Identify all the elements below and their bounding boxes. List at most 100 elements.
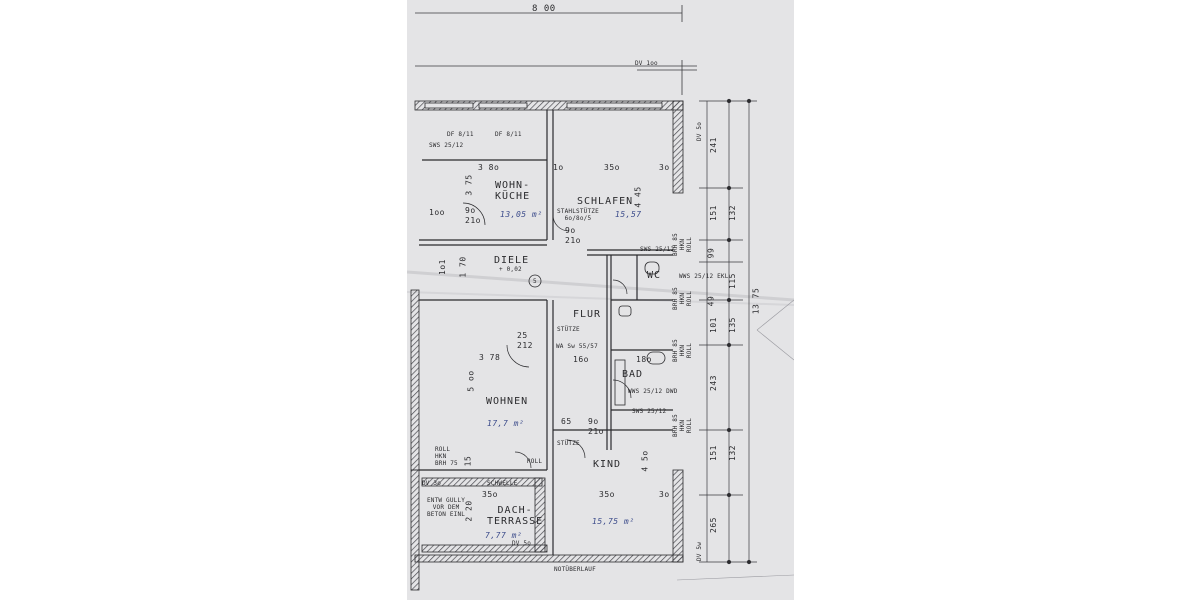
dim-210: 21o [465, 216, 481, 225]
terrace-wall-bottom [421, 544, 548, 553]
room-flur: FLUR [573, 309, 602, 320]
dim-101: 1o1 [437, 259, 447, 275]
exterior-walls [410, 100, 684, 591]
toilet-bad [646, 351, 666, 365]
room-bad: BAD [622, 369, 644, 380]
window-mark-2: BRH 85 HKN ROLL [671, 287, 693, 310]
right-dimension-chain [699, 98, 757, 565]
construction-lines [676, 299, 794, 581]
dim-90-c: 9o [588, 417, 599, 426]
toilet-wc [644, 261, 660, 275]
rdim-101: 101 [708, 317, 718, 333]
wws-wc-label: WWS 25/12 EKL [679, 273, 729, 280]
sws-bad-label: SWS 25/12 [632, 408, 667, 415]
dim-445: 4 45 [633, 186, 643, 208]
wall-left-lower [410, 469, 420, 591]
rdim-49: 49 [706, 295, 716, 307]
rdim-265: 265 [708, 517, 718, 533]
dim-170: 1 70 [458, 256, 468, 278]
top-dimension-lines [415, 5, 697, 95]
room-kind: KIND [593, 459, 622, 470]
sws-wc-label: SWS 25/12 [640, 246, 675, 253]
terrace-wall-right [534, 477, 546, 553]
room-wohnen: WOHNEN [486, 396, 529, 407]
rdim-151-b: 151 [708, 445, 718, 461]
wall-bottom [414, 554, 684, 563]
rdim-151: 151 [708, 205, 718, 221]
schwelle-label: SCHWELLE [487, 480, 518, 487]
area-wohnen: 17,7 m² [487, 419, 525, 428]
wa-sw-label: WA Sw 55/57 [556, 343, 598, 350]
room-schlafen: SCHLAFEN [577, 196, 634, 207]
area-kind: 15,75 m² [592, 517, 635, 526]
dim-90: 9o [465, 206, 476, 215]
paper-fold [407, 270, 794, 302]
room-dachterrasse: DACH- TERRASSE [487, 505, 544, 527]
dim-90-b: 9o [565, 226, 576, 235]
floor-plan-drawing [407, 5, 794, 591]
area-schlafen: 15,57 [615, 210, 642, 219]
dv-bottom-label: DV 5o [512, 540, 532, 547]
level-label: + 0,02 [499, 266, 522, 273]
wall-right-upper [672, 100, 684, 194]
top-windows [424, 102, 663, 109]
dim-380: 3 8o [478, 163, 500, 172]
rdim-135: 135 [727, 317, 737, 333]
roll-right-label: ROLL [527, 458, 543, 465]
paper-fold [407, 291, 794, 306]
window-mark-4: BRH 85 HKN ROLL [671, 414, 693, 437]
rdim-132: 132 [727, 205, 737, 221]
dim-375: 3 75 [464, 174, 474, 196]
window-mark-3: BRH 85 HKN ROLL [671, 339, 693, 362]
dim-25: 25 [517, 331, 528, 340]
dim-220: 2 20 [464, 500, 474, 522]
dim-65: 65 [561, 417, 572, 426]
stuetze-kind-label: STÜTZE [557, 440, 580, 447]
dim-210-b: 21o [565, 236, 581, 245]
dv-right-top-label: DV 5o [696, 121, 704, 142]
dim-500: 5 oo [466, 370, 476, 392]
stuetze-flur-label: STÜTZE [557, 326, 580, 333]
sink-flur [618, 305, 632, 317]
rdim-243: 243 [708, 375, 718, 391]
dim-212: 212 [517, 341, 533, 350]
dim-30-bottom: 3o [659, 490, 670, 499]
dv-top-label: DV 1oo [635, 60, 658, 67]
dim-378: 3 78 [479, 353, 501, 362]
bathtub [614, 359, 626, 406]
dv-left-label: DV 3o [422, 480, 442, 487]
dim-450: 4 5o [640, 450, 650, 472]
dv-right-bottom-label: DV 5w [696, 541, 704, 562]
dim-10: 1o [553, 163, 564, 172]
entw-gully-label: ENTW GULLY VOR DEM BETON EINL [427, 497, 466, 518]
df-left-label: DF 8/11 [447, 131, 474, 138]
rdim-132-b: 132 [727, 445, 737, 461]
level-marker-circle [528, 274, 542, 288]
dim-350-terrace: 35o [482, 490, 498, 499]
rdim-115: 115 [727, 273, 737, 289]
stahlstuetze-label: STAHLSTÜTZE 6o/8o/5 [557, 208, 599, 222]
rdim-1375: 13 75 [751, 287, 761, 315]
notueberlauf-label: NOTÜBERLAUF [554, 566, 596, 573]
room-wohnkueche: WOHN- KÜCHE [495, 180, 531, 202]
floor-plan-sheet: 8 00 DV 1oo DF 8/11 DF 8/11 SWS 25/12 3 … [407, 0, 794, 600]
room-diele: DIELE [494, 255, 530, 266]
dim-100: 1oo [429, 208, 445, 217]
dim-210-c: 21o [588, 427, 604, 436]
dim-350-top: 35o [604, 163, 620, 172]
dim-180: 18o [636, 355, 652, 364]
wall-right-lower [672, 469, 684, 563]
bathroom-fixtures [614, 261, 666, 406]
area-wohnkueche: 13,05 m² [500, 210, 543, 219]
sws-top-label: SWS 25/12 [429, 142, 464, 149]
overall-width-dim: 8 00 [532, 4, 556, 14]
window-mark-1: BRH 85 HKN ROLL [671, 233, 693, 256]
dim-15: 15 [463, 455, 473, 467]
df-right-label: DF 8/11 [495, 131, 522, 138]
wws-bad-label: WWS 25/12 DWD [628, 388, 678, 395]
roll-left-label: ROLL HKN BRH 75 [435, 446, 458, 467]
circle-number: 5 [533, 278, 537, 285]
wall-left [410, 289, 420, 471]
rdim-99: 99 [706, 247, 716, 259]
door-swings [462, 202, 632, 469]
